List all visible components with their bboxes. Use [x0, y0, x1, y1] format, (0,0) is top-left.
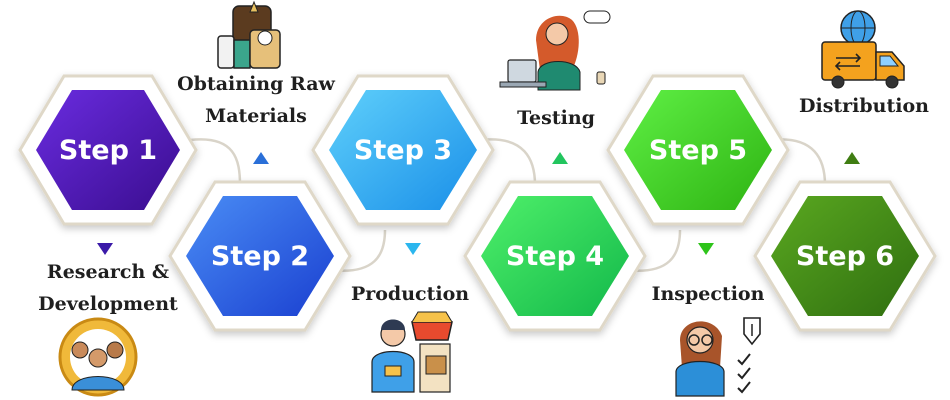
label-testing: Testing	[496, 102, 616, 134]
hex-fill	[771, 196, 919, 316]
step-label: Step 1	[59, 135, 157, 166]
label-research-development: Research & Development	[28, 256, 188, 320]
arrow-up-icon	[552, 152, 568, 164]
label-line: Development	[38, 293, 178, 315]
label-line: Obtaining Raw	[177, 73, 335, 95]
inspector-checklist-icon	[675, 317, 761, 397]
label-line: Distribution	[799, 95, 929, 117]
step-label: Step 5	[649, 135, 747, 166]
step-hex-6: Step 6	[753, 180, 937, 332]
arrow-down-icon	[405, 243, 421, 255]
label-obtaining-raw-materials: Obtaining Raw Materials	[176, 68, 336, 132]
step-hex-1: Step 1	[18, 74, 198, 226]
label-distribution: Distribution	[794, 90, 934, 122]
step-label: Step 6	[796, 241, 894, 272]
step-label: Step 2	[211, 241, 309, 272]
step-hex-4: Step 4	[463, 180, 647, 332]
hex-fill	[624, 90, 772, 210]
hex-fill	[329, 90, 477, 210]
label-line: Research &	[46, 261, 170, 283]
team-badge-icon	[58, 317, 138, 397]
step-hex-2: Step 2	[168, 180, 352, 332]
step-hex-3: Step 3	[311, 74, 495, 226]
arrow-down-icon	[698, 243, 714, 255]
label-production: Production	[340, 278, 480, 310]
factory-worker-icon	[371, 311, 453, 393]
step-hex-5: Step 5	[606, 74, 790, 226]
label-line: Materials	[205, 105, 307, 127]
arrow-up-icon	[253, 152, 269, 164]
hex-fill	[186, 196, 334, 316]
label-line: Production	[350, 283, 470, 305]
tester-laptop-icon	[499, 10, 611, 91]
label-line: Testing	[517, 107, 595, 129]
label-inspection: Inspection	[640, 278, 776, 310]
connector-3-4	[479, 138, 537, 186]
connector-1-2	[189, 138, 242, 186]
step-label: Step 4	[506, 241, 604, 272]
label-line: Inspection	[651, 283, 765, 305]
hex-fill	[481, 196, 629, 316]
arrow-up-icon	[844, 152, 860, 164]
arrow-down-icon	[97, 243, 113, 255]
step-label: Step 3	[354, 135, 452, 166]
delivery-truck-globe-icon	[821, 10, 905, 89]
hex-fill	[36, 90, 180, 210]
raw-materials-icon	[217, 0, 281, 69]
